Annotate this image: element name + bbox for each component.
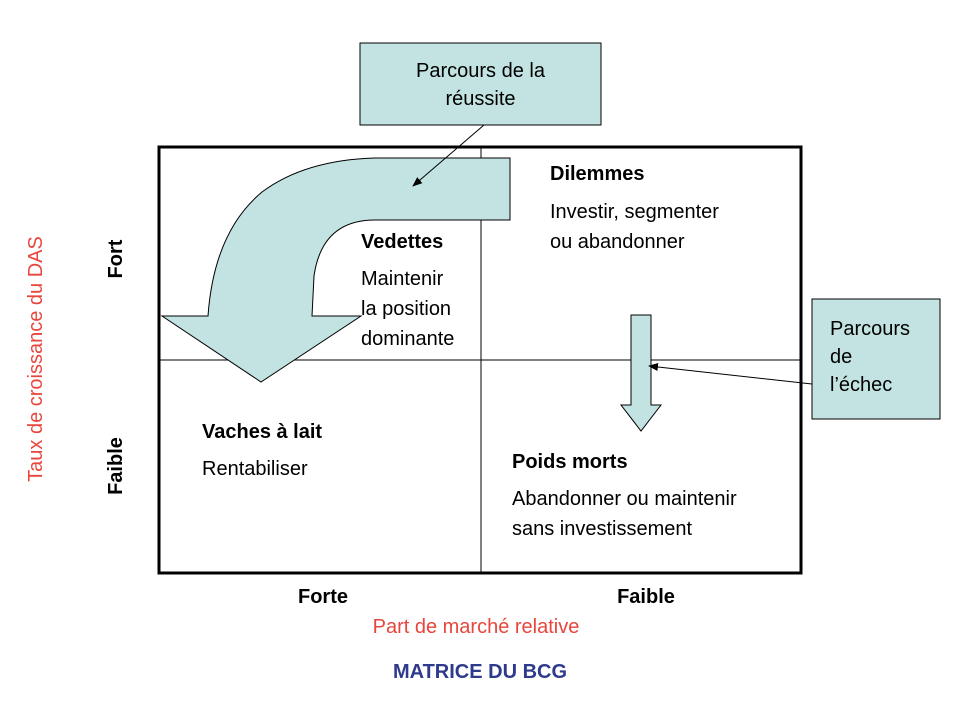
x-axis-label-faible: Faible [617,586,675,608]
failure-callout-box [811,298,941,420]
success-callout-label: Parcours de la réussite [360,57,601,113]
quadrant-dilemmes: Dilemmes Investir, segmenter ou abandonn… [550,163,719,257]
failure-pointer-line [648,363,813,385]
quadrant-line: ou abandonner [550,231,685,253]
quadrant-line: Investir, segmenter [550,201,719,223]
success-callout-line2: réussite [445,88,516,110]
quadrant-line: la position [361,298,452,320]
success-path-arrow [160,157,511,383]
quadrant-line: sans investissement [512,518,693,540]
y-axis-title: Taux de croissance du DAS [25,236,47,482]
y-axis-label-fort: Fort [105,239,127,279]
quadrant-vaches-a-lait: Vaches à lait Rentabiliser [202,421,322,484]
quadrant-line: Maintenir [361,268,444,290]
quadrant-description: Maintenir la position dominante [361,264,454,354]
failure-callout-label: Parcours de l’échec [830,315,910,399]
success-pointer-line [412,124,485,187]
quadrant-description: Investir, segmenter ou abandonner [550,197,719,257]
y-axis-label-faible: Faible [105,437,127,495]
quadrant-vedettes: Vedettes Maintenir la position dominante [361,231,454,354]
quadrant-title: Vedettes [361,231,444,253]
quadrant-line: Rentabiliser [202,458,308,480]
success-callout-line1: Parcours de la [416,60,545,82]
x-axis-label-forte: Forte [298,586,348,608]
quadrant-title: Vaches à lait [202,421,323,443]
failure-callout-line3: l’échec [830,374,893,396]
matrix-title: MATRICE DU BCG [392,661,568,683]
quadrant-line: dominante [361,328,455,350]
failure-callout-line2: de [830,346,853,368]
quadrant-title: Poids morts [512,451,628,473]
success-callout-box [359,42,602,126]
quadrant-description: Rentabiliser [202,454,322,484]
x-axis-title: Part de marché relative [372,616,580,638]
quadrant-title: Dilemmes [550,163,645,185]
quadrant-line: Abandonner ou maintenir [512,488,737,510]
quadrant-description: Abandonner ou maintenir sans investissem… [512,484,737,544]
quadrant-poids-morts: Poids morts Abandonner ou maintenir sans… [512,451,737,544]
failure-path-arrow [619,314,663,432]
failure-callout-line1: Parcours [830,318,911,340]
